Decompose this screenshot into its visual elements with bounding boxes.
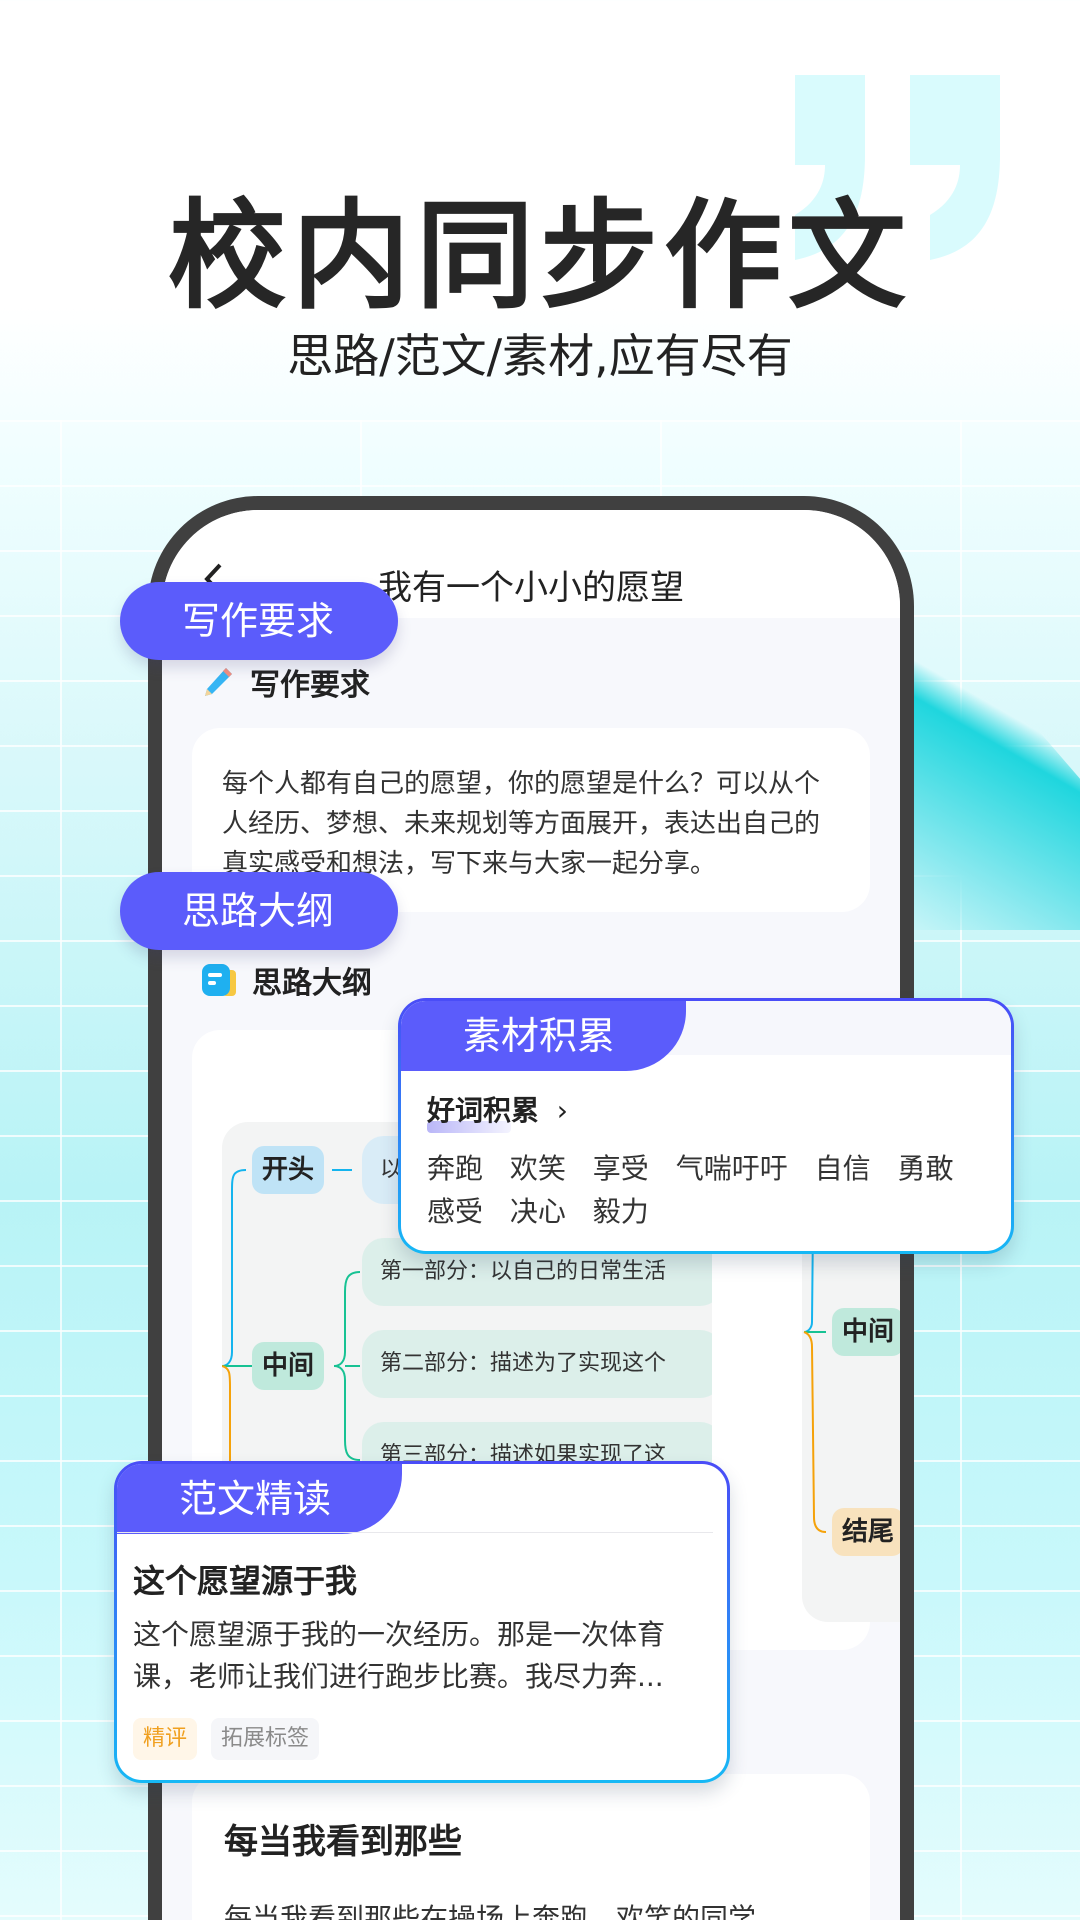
essay-preview-card[interactable]: 每当我看到那些 每当我看到那些在操场上奔跑、欢笑的同学 bbox=[192, 1774, 870, 1920]
outline-header: 思路大纲 bbox=[200, 958, 372, 1002]
nav-bar: 我有一个小小的愿望 bbox=[162, 510, 900, 618]
badge-outline: 思路大纲 bbox=[120, 872, 398, 950]
material-card[interactable]: 素材积累 好词积累 › 奔跑 欢笑 享受 气喘吁吁 自信 勇敢 感受 决心 毅力 bbox=[398, 998, 1014, 1254]
node-middle-secondary[interactable]: 中间 bbox=[832, 1308, 900, 1356]
writing-req-card: 每个人都有自己的愿望，你的愿望是什么？可以从个人经历、梦想、未来规划等方面展开，… bbox=[192, 728, 870, 912]
mind-map-connectors-secondary bbox=[803, 1122, 827, 1533]
good-words-label: 好词积累 bbox=[427, 1094, 540, 1127]
tag-review[interactable]: 精评 bbox=[133, 1718, 198, 1760]
essay-preview-text: 每当我看到那些在操场上奔跑、欢笑的同学 bbox=[224, 1902, 757, 1920]
model-essay-card[interactable]: 范文精读 这个愿望源于我 这个愿望源于我的一次经历。那是一次体育课，老师让我们进… bbox=[114, 1461, 730, 1783]
essay-preview-title: 每当我看到那些 bbox=[224, 1822, 462, 1862]
hero-title: 校内同步作文 bbox=[167, 187, 912, 325]
leaf-middle-2[interactable]: 第二部分：描述为了实现这个 bbox=[362, 1330, 712, 1398]
writing-req-text: 每个人都有自己的愿望，你的愿望是什么？可以从个人经历、梦想、未来规划等方面展开，… bbox=[222, 769, 821, 879]
writing-req-header: 写作要求 bbox=[200, 660, 370, 704]
outline-label: 思路大纲 bbox=[252, 966, 372, 1001]
divider bbox=[117, 1532, 713, 1533]
quote-mark-icon bbox=[795, 75, 1000, 260]
word-list: 奔跑 欢笑 享受 气喘吁吁 自信 勇敢 感受 决心 毅力 bbox=[427, 1152, 954, 1228]
node-opening[interactable]: 开头 bbox=[252, 1146, 325, 1194]
tag-extension[interactable]: 拓展标签 bbox=[211, 1718, 320, 1760]
outline-doc-icon bbox=[202, 964, 236, 996]
chevron-right-icon: › bbox=[556, 1094, 568, 1127]
node-middle[interactable]: 中间 bbox=[252, 1342, 325, 1390]
material-tab: 素材积累 bbox=[401, 1001, 686, 1071]
essay-title: 这个愿望源于我 bbox=[133, 1562, 358, 1600]
section-highlight bbox=[427, 1121, 511, 1133]
mind-map-connectors bbox=[222, 1169, 361, 1682]
essay-excerpt: 这个愿望源于我的一次经历。那是一次体育课，老师让我们进行跑步比赛。我尽力奔... bbox=[133, 1618, 666, 1693]
badge-writing-req: 写作要求 bbox=[120, 582, 398, 660]
model-essay-tab: 范文精读 bbox=[117, 1464, 402, 1534]
hero-subtitle: 思路/范文/素材,应有尽有 bbox=[287, 329, 793, 383]
good-words-link[interactable]: 好词积累 › bbox=[427, 1089, 568, 1129]
writing-req-label: 写作要求 bbox=[250, 668, 370, 703]
node-ending-secondary[interactable]: 结尾 bbox=[832, 1508, 900, 1556]
page-title: 我有一个小小的愿望 bbox=[378, 568, 684, 608]
pencil-icon bbox=[205, 668, 232, 696]
